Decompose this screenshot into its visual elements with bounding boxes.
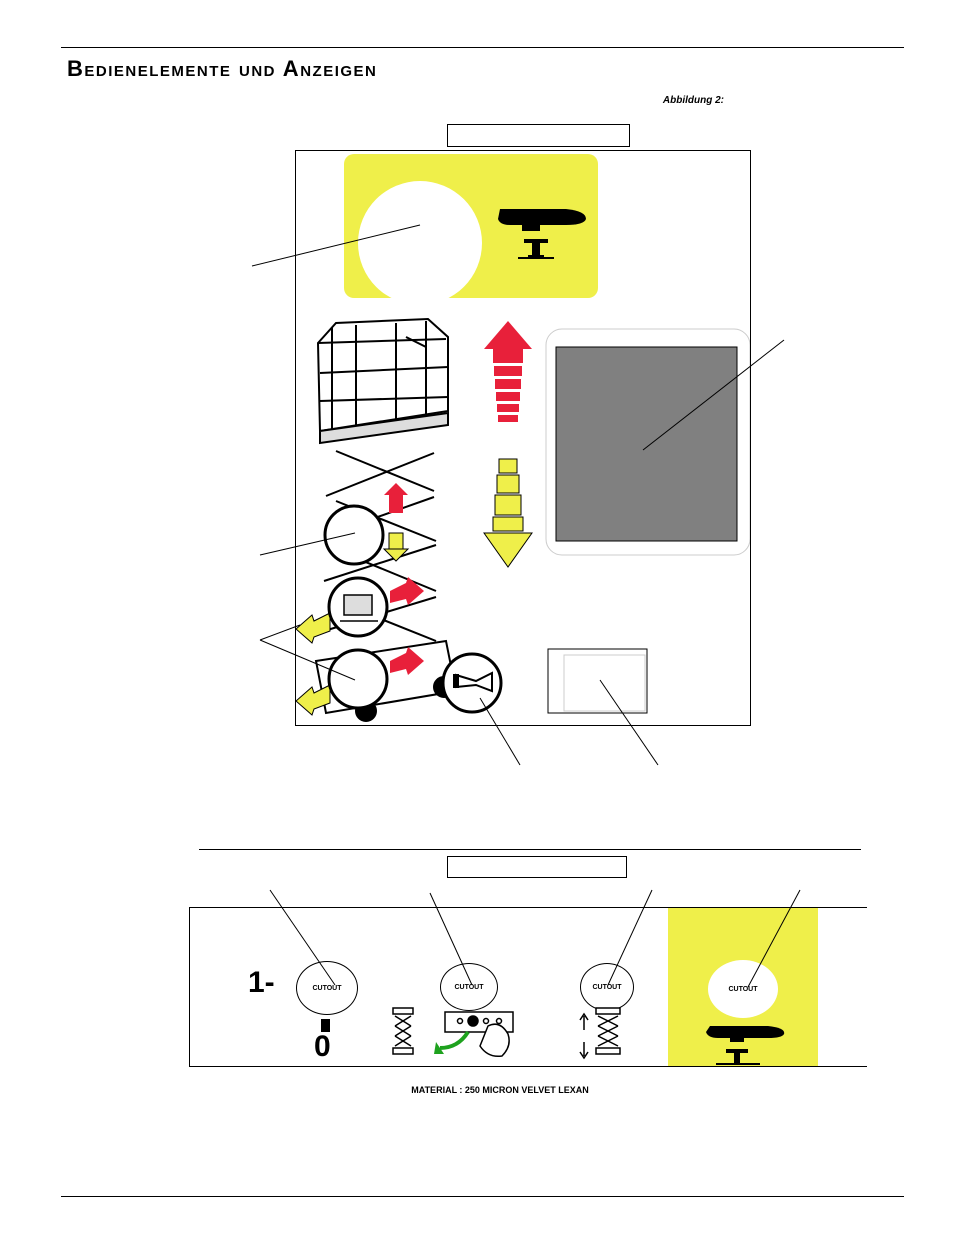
figure-label: Abbildung 2:	[662, 95, 724, 106]
cutout-label: CUTOUT	[312, 984, 342, 992]
figure-caption-box-bottom	[447, 856, 627, 878]
cutout-label: CUTOUT	[728, 985, 758, 993]
emergency-stop-button[interactable]	[358, 181, 482, 305]
down-arrow-icon	[483, 458, 533, 568]
push-button-icon	[716, 1049, 760, 1065]
horn-button[interactable]	[441, 652, 503, 714]
horn-icon	[453, 671, 493, 693]
key-switch-on-label: 1-	[248, 966, 275, 999]
control-panel-bottom-icons	[392, 1007, 785, 1065]
control-panel-bottom: CUTOUT CUTOUT CUTOUT CUTOUT 1- 0	[189, 907, 867, 1067]
drive-arrow-icon	[295, 577, 424, 716]
scissor-lift-icon	[392, 1007, 414, 1055]
key-switch-indicator	[321, 1019, 330, 1032]
figure-caption-box-top	[447, 124, 630, 147]
page-title: Bedienelemente und Anzeigen	[67, 56, 378, 81]
key-switch-off-label: 0	[314, 1030, 331, 1063]
emergency-stop-cutout[interactable]: CUTOUT	[708, 960, 778, 1018]
control-panel-top-graphic	[295, 154, 751, 722]
lift-control-button[interactable]	[323, 504, 385, 566]
pointing-hand-icon	[498, 209, 586, 231]
cutout-label: CUTOUT	[454, 983, 484, 991]
control-panel-top	[295, 150, 751, 726]
indicator-box-inner	[563, 654, 646, 712]
push-button-icon	[518, 239, 554, 259]
middle-rule	[199, 849, 861, 850]
up-down-lift-icon	[579, 1007, 621, 1060]
top-rule	[61, 47, 904, 48]
cutout-label: CUTOUT	[592, 983, 622, 991]
drive-control-button[interactable]	[327, 648, 389, 710]
lift-drive-select-cutout[interactable]: CUTOUT	[440, 963, 498, 1011]
display-screen	[555, 346, 738, 542]
drive-enable-icon	[340, 594, 378, 622]
lift-down-small-arrow	[382, 532, 410, 562]
lift-drive-switch-icon	[434, 1011, 514, 1058]
key-switch-cutout[interactable]: CUTOUT	[296, 961, 358, 1015]
bottom-rule	[61, 1196, 904, 1197]
lift-control-cutout[interactable]: CUTOUT	[580, 963, 634, 1011]
pointing-hand-icon	[706, 1026, 785, 1042]
lift-up-small-arrow	[384, 483, 408, 513]
material-note: MATERIAL : 250 MICRON VELVET LEXAN	[411, 1085, 589, 1095]
up-arrow-icon	[484, 321, 532, 422]
